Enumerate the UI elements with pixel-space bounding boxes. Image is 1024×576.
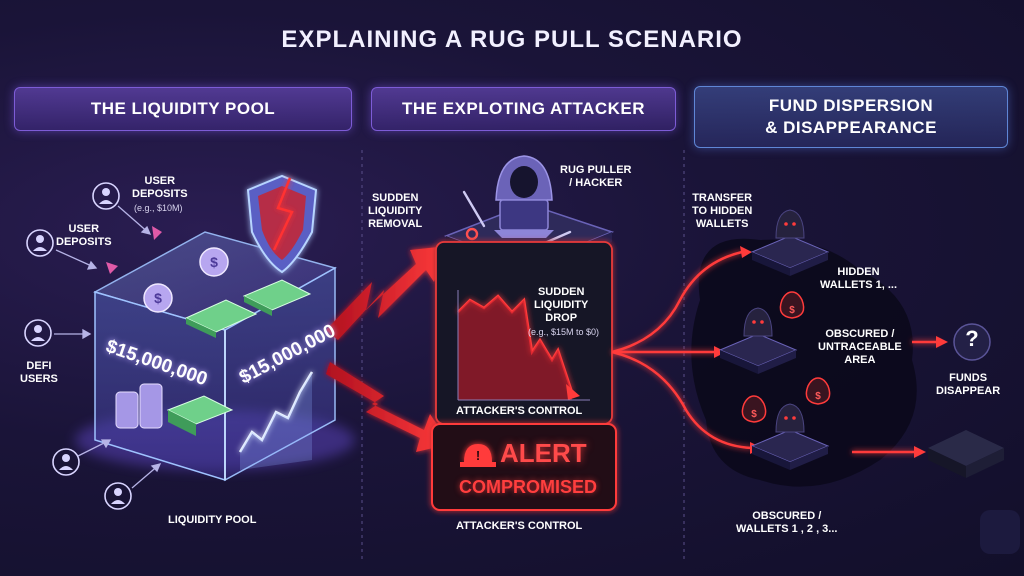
hidden-wallets-label: HIDDEN WALLETS 1, ... (820, 266, 898, 291)
hacker-icon (494, 155, 554, 238)
attack-arrow-to-alert (326, 362, 450, 452)
dispersion-header-line-1: FUND DISPERSION (768, 96, 934, 115)
svg-text:$: $ (210, 254, 218, 270)
svg-text:$: $ (789, 305, 795, 316)
pool-growth-area (240, 372, 312, 470)
destination-cube (928, 430, 1004, 478)
liquidity-removal-arrow (326, 246, 448, 340)
liquidity-pool-caption: LIQUIDITY POOL (168, 514, 257, 526)
transfer-hidden-wallets-label: TRANSFER TO HIDDEN WALLETS (692, 192, 753, 230)
section-header-attacker: THE EXPLOTING ATTACKER (371, 87, 676, 131)
attacker-control-panel (435, 241, 613, 425)
untraceable-area (691, 238, 917, 487)
dispersion-header-line-2: & DISAPPEARANCE (765, 118, 937, 137)
alert-label: ALERT (500, 438, 587, 468)
question-mark-glyph: ? (965, 326, 979, 351)
user-deposits-example: (e.g., $10M) (134, 203, 183, 213)
defi-users-label: DEFI USERS (20, 360, 58, 385)
user-icon (104, 482, 132, 510)
attackers-control-inner-label: ATTACKER'S CONTROL (456, 405, 583, 417)
coin-stacks: $ $ (115, 247, 312, 436)
money-bag-symbols: $ $ $ (751, 305, 821, 420)
user-icon (52, 448, 80, 476)
user-icon (24, 319, 52, 347)
svg-text:$: $ (154, 290, 162, 306)
question-mark-icon (953, 323, 991, 361)
coin-icon: $ (143, 283, 173, 313)
money-bag-icons (741, 291, 831, 423)
page-title: EXPLAINING A RUG PULL SCENARIO (281, 26, 743, 53)
deposit-arrows (54, 205, 162, 489)
user-icon (26, 229, 54, 257)
hidden-wallet-3 (750, 403, 830, 470)
user-icon (92, 182, 120, 210)
compromised-label: COMPROMISED (459, 477, 598, 497)
obscured-untraceable-label: OBSCURED / UNTRACEABLE AREA (818, 328, 902, 366)
liquidity-drop-example: (e.g., $15M to $0) (528, 327, 600, 337)
svg-text:$: $ (815, 391, 821, 402)
section-header-liquidity-pool: THE LIQUIDITY POOL (14, 87, 352, 131)
hidden-wallet-2 (718, 307, 798, 374)
cash-stack-icon (242, 279, 312, 316)
svg-text:$: $ (751, 409, 757, 420)
user-deposits-top-label: USER DEPOSITS (132, 175, 188, 200)
user-deposits-left-label: USER DEPOSITS (56, 223, 112, 248)
corner-widget (980, 510, 1020, 554)
coin-icon: $ (199, 247, 229, 277)
hidden-wallet-1 (750, 209, 830, 276)
obscured-wallets-label: OBSCURED / WALLETS 1 , 2 , 3... (736, 510, 838, 535)
sudden-liquidity-removal-label: SUDDEN LIQUIDITY REMOVAL (368, 192, 423, 230)
broken-shield-icon (246, 174, 318, 274)
coin-stack-icon (115, 383, 163, 429)
deposit-flow-arrows (106, 226, 162, 274)
cash-stack-icon (166, 395, 234, 436)
cash-stack-icon (184, 299, 258, 338)
user-avatars (24, 182, 132, 510)
column-dividers (361, 150, 685, 560)
alert-panel: ! (431, 423, 617, 511)
funds-disappear-label: FUNDS DISAPPEAR (936, 372, 1001, 397)
rug-puller-label: RUG PULLER / HACKER (560, 164, 632, 189)
sudden-liquidity-drop-label: SUDDEN LIQUIDITY DROP (534, 286, 589, 324)
dispersion-arrows (611, 250, 940, 454)
siren-icon: ! (460, 444, 496, 467)
attackers-control-outer-label: ATTACKER'S CONTROL (456, 520, 583, 532)
pool-growth-line (238, 371, 314, 453)
section-header-dispersion: FUND DISPERSION & DISAPPEARANCE (694, 86, 1008, 148)
svg-text:!: ! (476, 448, 480, 463)
